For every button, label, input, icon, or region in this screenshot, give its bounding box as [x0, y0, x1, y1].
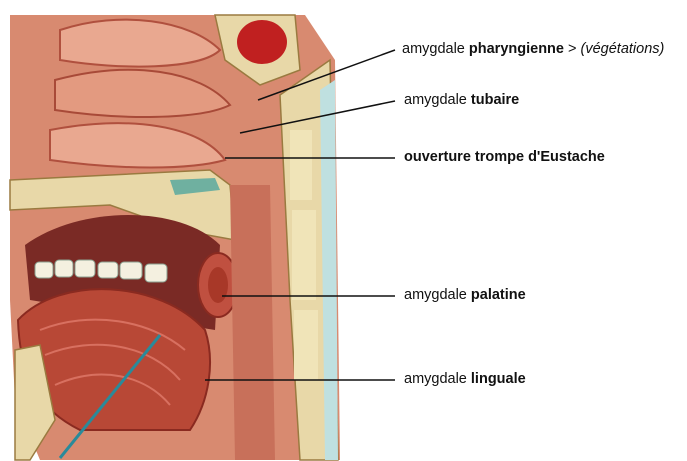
label-italic: (végétations)	[581, 41, 665, 57]
label-prefix: amygdale	[404, 287, 471, 303]
label-prefix: amygdale	[404, 92, 471, 108]
label-bold: palatine	[471, 287, 526, 303]
label-amygdale-palatine: amygdale palatine	[404, 287, 526, 303]
label-bold: ouverture trompe d'Eustache	[404, 149, 605, 165]
label-bold: pharyngienne	[469, 41, 564, 57]
label-prefix: amygdale	[402, 41, 469, 57]
label-ouverture-trompe: ouverture trompe d'Eustache	[404, 149, 605, 165]
label-suffix: >	[564, 41, 581, 57]
label-amygdale-linguale: amygdale linguale	[404, 371, 526, 387]
label-bold: linguale	[471, 371, 526, 387]
label-amygdale-tubaire: amygdale tubaire	[404, 92, 519, 108]
label-amygdale-pharyngienne: amygdale pharyngienne > (végétations)	[402, 41, 664, 57]
label-prefix: amygdale	[404, 371, 471, 387]
label-bold: tubaire	[471, 92, 519, 108]
anatomy-drawing	[10, 15, 340, 460]
